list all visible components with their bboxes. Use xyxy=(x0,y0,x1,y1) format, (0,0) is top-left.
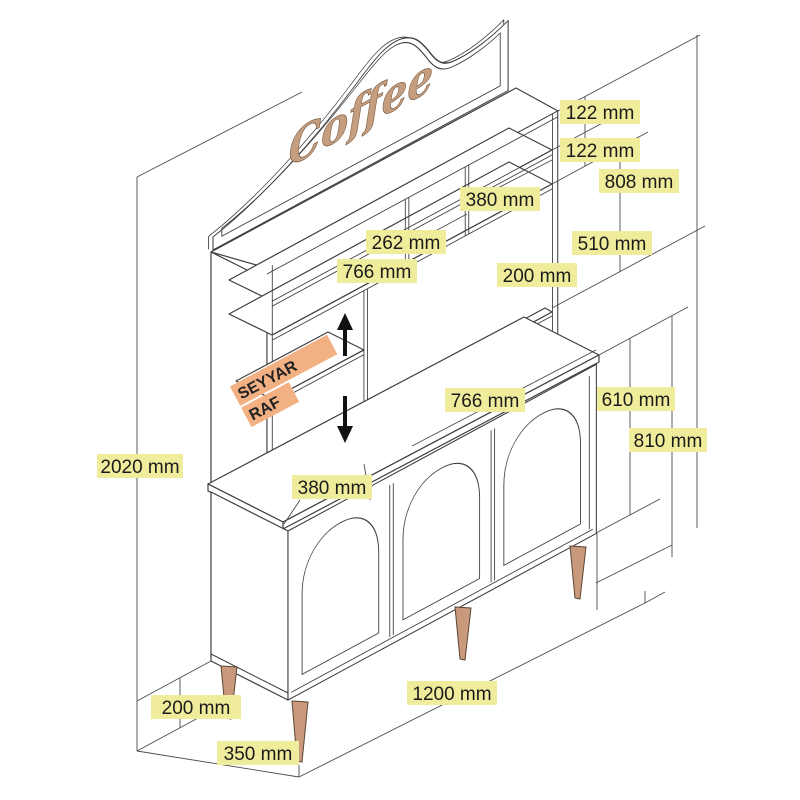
door-gaps-and-base xyxy=(291,375,593,693)
dim-510: 510 mm xyxy=(578,234,647,255)
door-arch-right xyxy=(503,408,581,566)
up-arrow-icon xyxy=(337,313,353,356)
dim-380-low-bg xyxy=(292,475,372,499)
crest-back-edge xyxy=(208,19,505,250)
door-arch-middle xyxy=(402,463,481,621)
dim-610-bg xyxy=(597,387,675,411)
dimension-labels: 122 mm 122 mm 808 mm 380 mm 262 mm 510 m… xyxy=(97,100,707,765)
dim-380-low: 380 mm xyxy=(298,478,367,499)
dim-262: 262 mm xyxy=(372,233,441,254)
dim-200-bottom: 200 mm xyxy=(162,698,231,719)
door-arch-left xyxy=(301,517,380,675)
dim-808-bg xyxy=(599,169,679,193)
cabinet-front-face xyxy=(287,363,597,701)
dim-810: 810 mm xyxy=(634,431,703,452)
dim-2020-bg xyxy=(97,454,183,478)
dim-380-top: 380 mm xyxy=(466,190,535,211)
legs xyxy=(220,545,587,763)
leg-front-right xyxy=(569,545,587,600)
crest-inner-frame xyxy=(221,32,501,237)
dim-808: 808 mm xyxy=(605,172,674,193)
dim-122a: 122 mm xyxy=(566,103,635,124)
dim-1200: 1200 mm xyxy=(412,684,491,705)
dim-766-top-bg xyxy=(337,259,417,283)
dim-810-bg xyxy=(629,428,707,452)
dim-200-bottom-bg xyxy=(151,695,241,719)
cabinet-front xyxy=(287,363,597,701)
dim-200-top-bg xyxy=(497,263,577,287)
dim-610: 610 mm xyxy=(602,390,671,411)
dim-766-mid: 766 mm xyxy=(451,391,520,412)
dim-510-bg xyxy=(572,231,652,255)
dim-766-mid-bg xyxy=(445,388,525,412)
seyyar-raf-highlight-2 xyxy=(241,382,300,428)
seyyar-raf-label: SEYYAR RAF xyxy=(229,334,338,428)
dim-122a-bg xyxy=(560,100,640,124)
down-arrow-icon xyxy=(337,396,353,443)
dim-122b-bg xyxy=(560,138,640,162)
leg-front-middle xyxy=(454,606,472,661)
dim-262-bg xyxy=(366,230,446,254)
dim-380-top-bg xyxy=(460,187,540,211)
dim-350-bg xyxy=(217,741,299,765)
dim-122b: 122 mm xyxy=(566,141,635,162)
cabinet-left-base-line xyxy=(210,653,289,694)
dim-766-top: 766 mm xyxy=(343,262,412,283)
crest-front-face xyxy=(212,19,509,251)
dim-2020: 2020 mm xyxy=(100,457,179,478)
seyyar-raf-highlight-1 xyxy=(229,334,338,406)
dim-200-top: 200 mm xyxy=(503,266,572,287)
dim-350: 350 mm xyxy=(224,744,293,765)
dim-1200-bg xyxy=(407,681,497,705)
